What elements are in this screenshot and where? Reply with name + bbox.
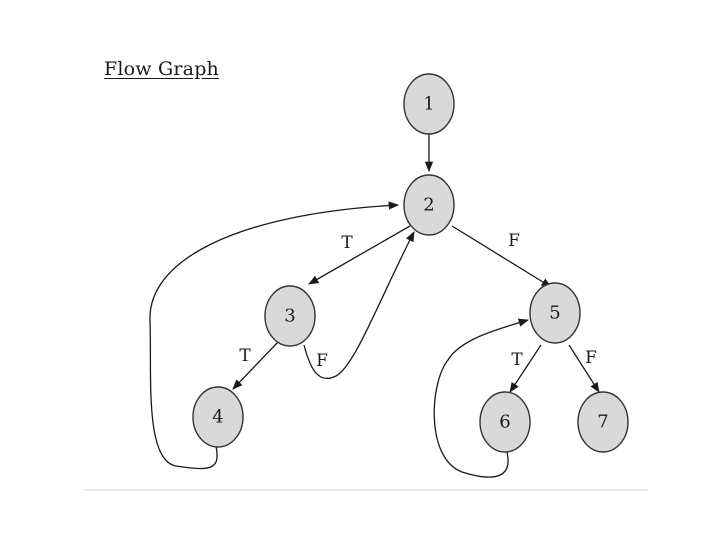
node-3-shape [264, 285, 316, 347]
bottom-divider [84, 489, 648, 491]
edge-label-5-to-6: T [511, 350, 523, 370]
edge-label-2-to-5: F [508, 231, 520, 251]
edge-5-to-6 [509, 344, 542, 393]
edge-label-2-to-3: T [341, 233, 353, 253]
edges-layer [149, 134, 600, 478]
node-5: 5 [529, 282, 581, 344]
edge-3-to-4 [232, 341, 279, 390]
node-3: 3 [264, 285, 316, 347]
node-7-label: 7 [597, 412, 608, 433]
node-5-shape [529, 282, 581, 344]
figure-title: Flow Graph [104, 58, 219, 80]
node-6: 6 [479, 391, 531, 453]
node-6-label: 6 [499, 412, 510, 433]
edge-label-3-to-4: T [239, 346, 251, 366]
node-2: 2 [403, 174, 455, 236]
node-1: 1 [403, 73, 455, 135]
edge-label-5-to-7: F [585, 348, 597, 368]
nodes-layer: 1 2 3 4 5 6 7 [192, 73, 629, 453]
node-4-shape [192, 386, 244, 448]
node-4: 4 [192, 386, 244, 448]
node-6-shape [479, 391, 531, 453]
edge-5-to-7 [568, 344, 600, 393]
node-1-label: 1 [423, 94, 434, 115]
node-4-label: 4 [212, 407, 223, 428]
node-3-label: 3 [284, 306, 295, 327]
edge-2-to-3 [308, 225, 411, 285]
edge-4-to-2 [149, 201, 400, 470]
node-7-shape [577, 391, 629, 453]
edge-6-to-5 [433, 318, 529, 478]
node-2-label: 2 [423, 195, 434, 216]
edge-labels-layer: T F T F T F [239, 231, 597, 371]
node-1-shape [403, 73, 455, 135]
node-7: 7 [577, 391, 629, 453]
edge-label-3-to-2: F [316, 351, 328, 371]
edge-2-to-5 [451, 225, 552, 288]
node-2-shape [403, 174, 455, 236]
edge-3-to-2 [303, 231, 415, 379]
node-5-label: 5 [549, 303, 560, 324]
